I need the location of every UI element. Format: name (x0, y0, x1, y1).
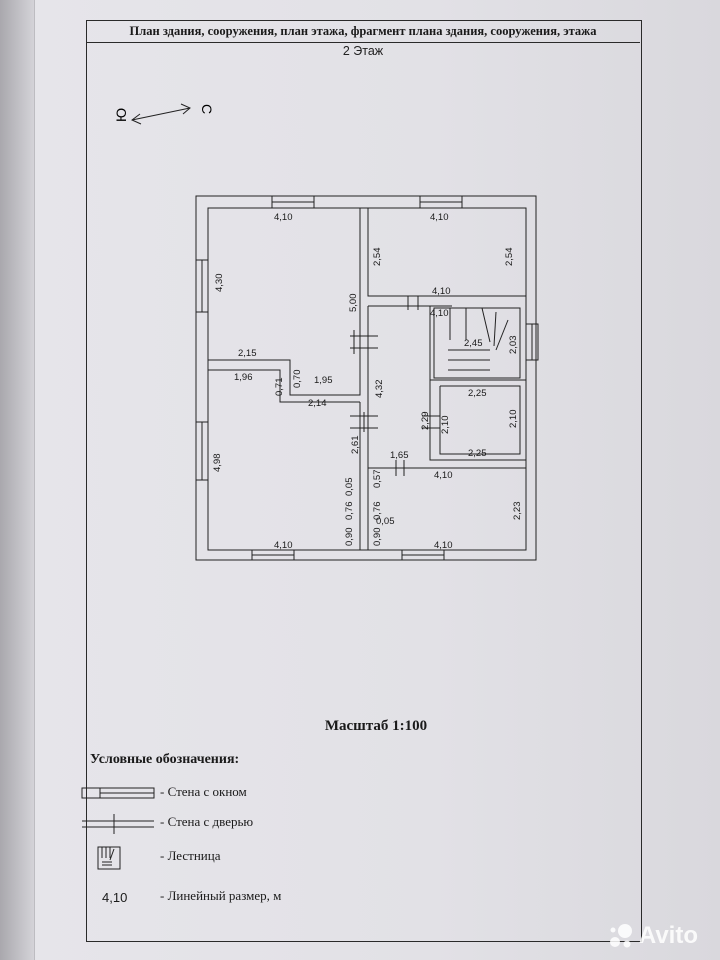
legend-item-stairs: - Лестница (80, 844, 380, 872)
wall-with-window-icon (81, 787, 155, 799)
dim-label: 4,10 (432, 286, 451, 297)
compass-south-label: С (199, 104, 215, 114)
legend-item-window: - Стена с окном (80, 780, 380, 808)
legend-label: - Стена с дверью (160, 814, 254, 829)
dim-label: 0,90 (344, 528, 355, 547)
dim-label: 2,23 (512, 502, 523, 521)
dim-label: 4,10 (430, 308, 449, 319)
dim-label: 4,30 (214, 274, 225, 293)
dim-label: 2,45 (464, 338, 483, 349)
document-title: План здания, сооружения, план этажа, фра… (86, 20, 640, 43)
legend-label: - Стена с окном (160, 784, 247, 799)
wall-with-door-icon (82, 814, 154, 834)
dim-label: 4,32 (374, 380, 385, 399)
dim-label: 0,76 (372, 502, 383, 521)
dim-label: 0,57 (372, 470, 383, 489)
dim-label: 2,10 (440, 416, 451, 435)
door-marks (350, 296, 440, 476)
dim-label: 2,10 (508, 410, 519, 429)
dim-label: 2,54 (372, 248, 383, 267)
dim-label: 4,10 (434, 540, 453, 551)
dim-label: 1,65 (390, 450, 409, 461)
compass-arrow-icon: Ю С (113, 103, 215, 125)
dim-label: 2,15 (238, 348, 257, 359)
dim-label: 2,54 (504, 248, 515, 267)
staircase-icon (433, 307, 521, 379)
dim-label: 0,71 (274, 378, 285, 397)
dim-label: 2,25 (468, 448, 487, 459)
dim-label: 2,29 (420, 412, 431, 431)
dim-label: 1,96 (234, 372, 253, 383)
previous-page-edge (0, 0, 35, 960)
dim-label: 0,70 (292, 370, 303, 389)
dim-label: 1,95 (314, 375, 333, 386)
legend-item-dimension: 4,10 - Линейный размер, м (80, 884, 380, 912)
dim-label: 4,10 (274, 540, 293, 551)
dim-label: 0,90 (372, 528, 383, 547)
avito-watermark: Avito (607, 922, 698, 950)
dim-label: 5,00 (348, 294, 359, 313)
dim-label: 4,10 (274, 212, 293, 223)
dim-label: 2,03 (508, 336, 519, 355)
dim-label: 0,05 (344, 478, 355, 497)
dim-label: 0,76 (344, 502, 355, 521)
dim-label: 0,05 (376, 516, 395, 527)
floor-label: 2 Этаж (342, 44, 384, 58)
dim-label: 4,10 (434, 470, 453, 481)
dim-label: 2,25 (468, 388, 487, 399)
avito-logo-icon (609, 924, 632, 948)
dim-label: 4,10 (430, 212, 449, 223)
dim-label: 2,61 (350, 436, 361, 455)
watermark-text: Avito (638, 922, 698, 949)
window-marks (195, 195, 539, 561)
scale-label: Масштаб 1:100 (324, 718, 428, 734)
dim-label: 2,14 (308, 398, 327, 409)
compass-north-label: Ю (113, 108, 129, 122)
legend-title: Условные обозначения: (90, 752, 240, 767)
floor-plan: 4,10 4,30 5,00 2,15 4,10 2,54 2,54 4,10 … (195, 195, 539, 561)
document-frame (86, 20, 642, 942)
dimension-sample: 4,10 (102, 890, 128, 905)
legend-label: - Лестница (160, 848, 221, 863)
staircase-icon (97, 846, 121, 870)
legend-item-door: - Стена с дверью (80, 810, 380, 838)
legend-label: - Линейный размер, м (160, 888, 282, 903)
dim-label: 4,98 (212, 454, 223, 473)
